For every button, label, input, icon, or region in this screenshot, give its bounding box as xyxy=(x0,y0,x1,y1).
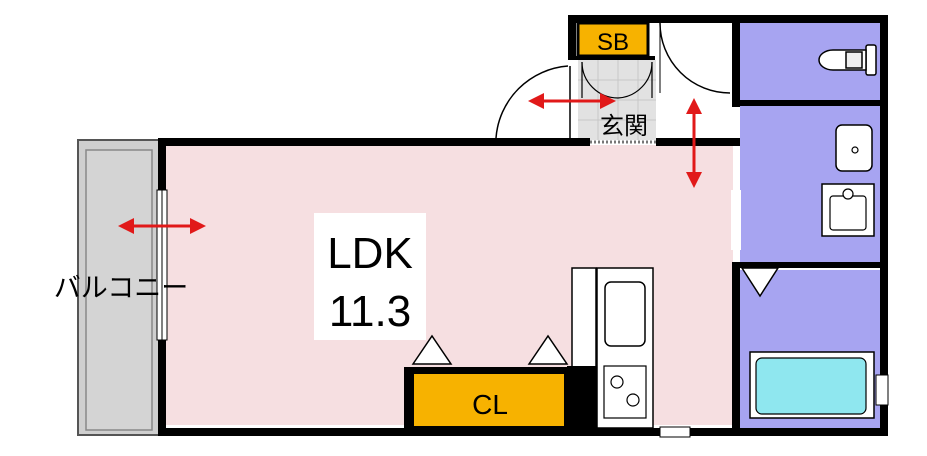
ldk-wash-opening xyxy=(731,190,741,250)
ldk-label: LDK xyxy=(327,229,413,278)
washing-machine-icon xyxy=(821,183,875,237)
ventilation-arrows xyxy=(118,93,702,234)
arrow-vertical xyxy=(686,98,702,188)
bath-door-icon xyxy=(740,267,780,298)
shoebox-doors xyxy=(581,61,653,99)
kitchen-sink xyxy=(604,281,646,347)
toilet-door-swing xyxy=(659,22,731,94)
arrow-entrance xyxy=(528,93,616,109)
kitchen-pillar xyxy=(567,366,597,428)
fridge-space xyxy=(571,267,597,369)
stove xyxy=(603,365,647,419)
burner-1 xyxy=(610,375,624,389)
closet-inner xyxy=(414,374,564,426)
balcony-floor xyxy=(85,149,153,431)
closet-door-right xyxy=(527,334,569,365)
ldk-label-box xyxy=(314,213,426,340)
entrance-label: 玄関 xyxy=(600,113,648,140)
bath-window xyxy=(875,374,889,406)
bathtub-basin xyxy=(755,357,867,415)
burner-2 xyxy=(626,393,640,407)
toilet-icon xyxy=(818,44,877,76)
ldk-size: 11.3 xyxy=(329,287,411,336)
closet-label: CL xyxy=(472,389,508,420)
shoebox-label: SB xyxy=(597,29,629,56)
balcony-label: バルコニー xyxy=(54,273,188,303)
bottom-window xyxy=(659,426,691,438)
closet-door-left xyxy=(411,334,453,365)
arrow-balcony xyxy=(118,218,206,234)
wash-basin-icon xyxy=(835,124,873,172)
